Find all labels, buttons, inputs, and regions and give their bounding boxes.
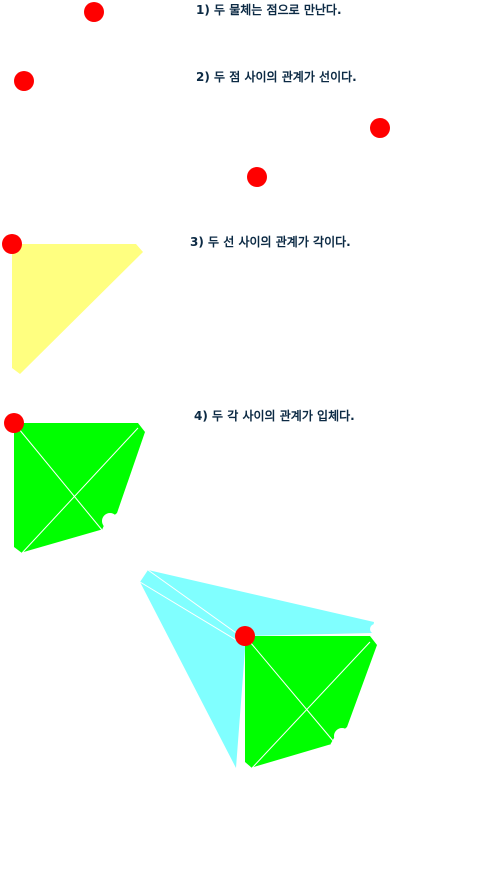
caption-step-3: 3) 두 선 사이의 관계가 각이다. (190, 235, 351, 249)
point-step2-c (247, 167, 267, 187)
point-step4-vertex (4, 413, 24, 433)
solid-face-step4 (13, 422, 145, 554)
angle-shape (12, 244, 143, 374)
point-step3-vertex (2, 234, 22, 254)
solid-3d (139, 569, 380, 769)
point-step1 (84, 2, 104, 22)
point-step2-b (370, 118, 390, 138)
caption-step-4: 4) 두 각 사이의 관계가 입체다. (194, 409, 355, 423)
point-step5-vertex (235, 626, 255, 646)
caption-step-2: 2) 두 점 사이의 관계가 선이다. (196, 70, 357, 84)
point-step2-a (14, 71, 34, 91)
caption-step-1: 1) 두 물체는 점으로 만난다. (196, 3, 342, 17)
